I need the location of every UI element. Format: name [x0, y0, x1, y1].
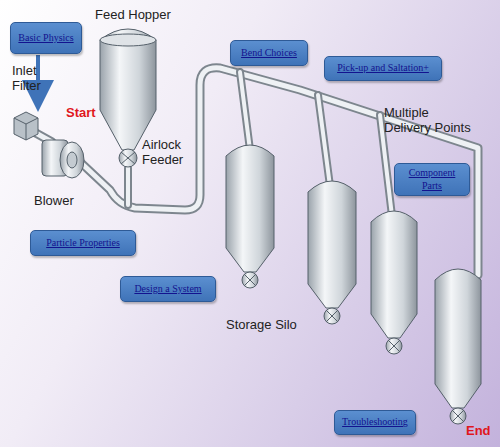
part-label: Storage Silo [226, 318, 297, 333]
flow-marker: End [466, 424, 491, 439]
rotary-valve [450, 408, 466, 424]
rotary-valve [386, 338, 402, 354]
storage-silos [226, 145, 481, 424]
button-text: Basic Physics [14, 30, 77, 47]
link-button: Basic Physics [10, 22, 82, 54]
button-text: Troubleshooting [338, 414, 412, 431]
valve-vanes [388, 340, 400, 352]
button-text: Design a System [130, 281, 205, 298]
part-label: Airlock Feeder [142, 138, 197, 168]
part-label: Blower [34, 194, 74, 209]
silo [371, 211, 417, 338]
part-label: Inlet Filter [12, 64, 52, 94]
silo [308, 181, 356, 308]
rotary-valve [242, 272, 258, 288]
link-button: Design a System [120, 276, 216, 302]
button-text: Bend Choices [237, 45, 301, 62]
valve-vanes [244, 274, 256, 286]
part-label: Multiple Delivery Points [384, 106, 479, 136]
link-button: Bend Choices [230, 40, 308, 66]
rotary-valve [324, 308, 340, 324]
link-button: Troubleshooting [334, 410, 416, 435]
inlet-filter [14, 112, 38, 140]
button-text: Particle Properties [42, 235, 124, 252]
flow-marker: Start [66, 106, 96, 121]
blower [42, 140, 84, 178]
link-button: Component Parts [394, 163, 470, 196]
silo [435, 269, 481, 408]
link-button: Pick-up and Saltation+ [324, 56, 442, 81]
button-text: Component Parts [395, 165, 469, 194]
valve-vanes [452, 410, 464, 422]
button-text: Pick-up and Saltation+ [333, 60, 433, 77]
valve-vanes [326, 310, 338, 322]
silo [226, 145, 274, 272]
part-label: Feed Hopper [95, 8, 171, 23]
link-button: Particle Properties [30, 230, 136, 256]
